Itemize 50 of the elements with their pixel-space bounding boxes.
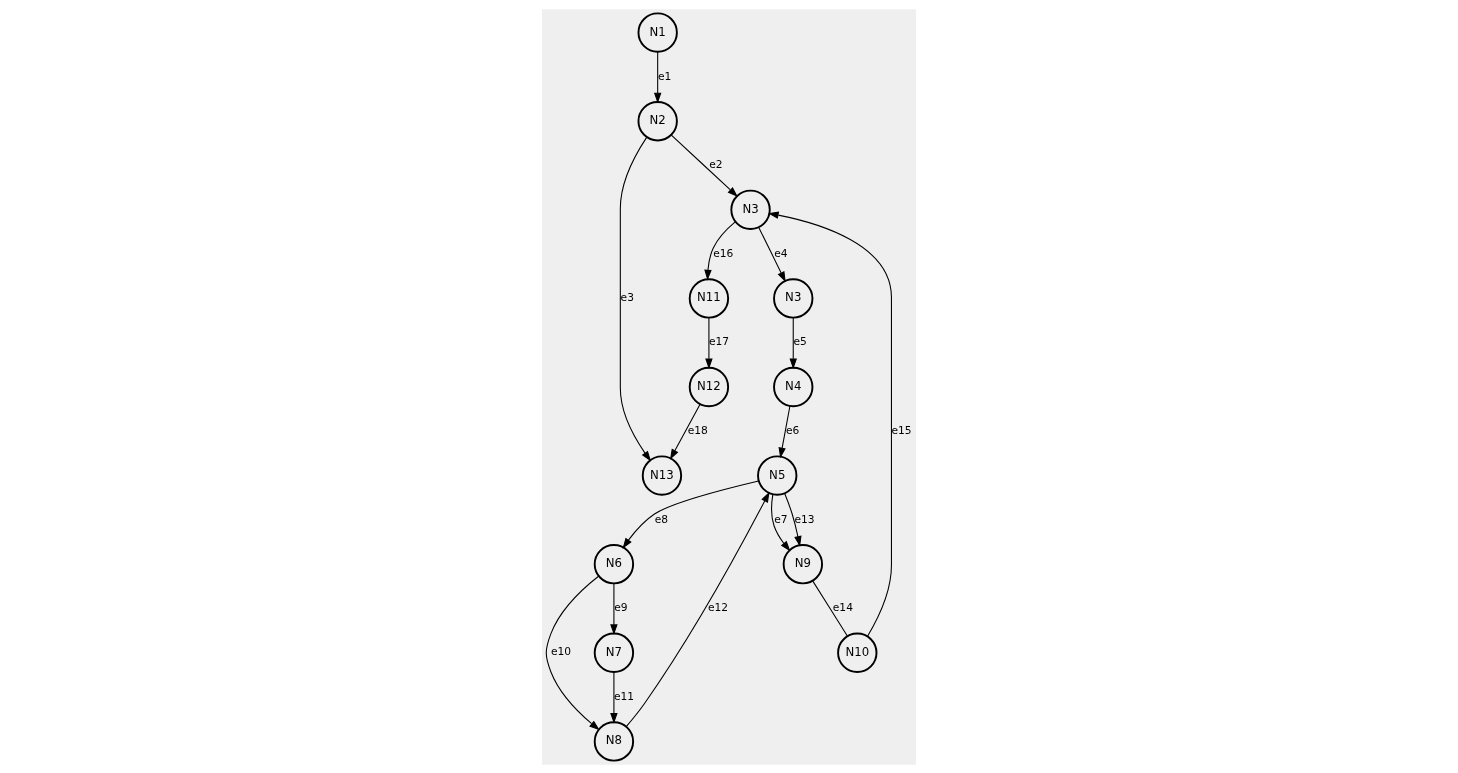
arrow (669, 403, 701, 460)
node-circle: N2 (637, 100, 678, 141)
node-circle: N11 (688, 277, 730, 319)
node-circle: N10 (837, 632, 878, 673)
edge-label: e11 (613, 689, 635, 703)
arrow (610, 671, 618, 724)
edge-label: e14 (832, 600, 853, 614)
arrow (619, 136, 652, 462)
edge-label: e16 (713, 246, 734, 260)
arrow (771, 493, 791, 551)
arrow (670, 134, 738, 197)
edge-label: e8 (654, 512, 669, 526)
node-circle: N1 (637, 11, 678, 53)
arrow (767, 210, 892, 637)
edge-label: e12 (707, 600, 729, 614)
node-circle: N7 (593, 632, 635, 673)
arrow (622, 479, 760, 549)
node-circle: N6 (593, 543, 635, 584)
arrow (778, 404, 791, 458)
edge-label: e15 (891, 423, 912, 437)
edge-label: e9 (614, 600, 628, 614)
arrow (784, 492, 802, 547)
node-circle: N4 (773, 366, 814, 407)
node-circle: N13 (641, 454, 683, 496)
arrow (704, 220, 736, 280)
edge-label: e10 (551, 644, 572, 658)
node-circle: N3 (730, 189, 771, 230)
edge-label: e18 (687, 423, 708, 437)
arrow (758, 226, 786, 282)
edge-label: e3 (620, 290, 634, 304)
connector (812, 580, 848, 636)
node-circle: N12 (688, 366, 730, 407)
edge-label: e13 (794, 512, 815, 526)
edge-label: e2 (709, 157, 723, 171)
arrow (653, 51, 662, 103)
node-circle: N3 (773, 277, 814, 319)
arrow (625, 491, 770, 727)
edge-label: e17 (708, 334, 730, 348)
node-circle: N9 (782, 543, 824, 584)
edge-label: e4 (774, 246, 788, 260)
node-circle: N5 (757, 454, 798, 496)
edge-label: e5 (793, 334, 807, 348)
arrow (545, 575, 600, 730)
arrow (705, 316, 713, 369)
edge-label: e6 (786, 423, 800, 437)
arrow (789, 316, 797, 369)
edge-label: e7 (774, 512, 788, 526)
edge-label: e1 (657, 69, 672, 83)
arrow (610, 582, 618, 635)
node-circle: N8 (593, 720, 635, 762)
